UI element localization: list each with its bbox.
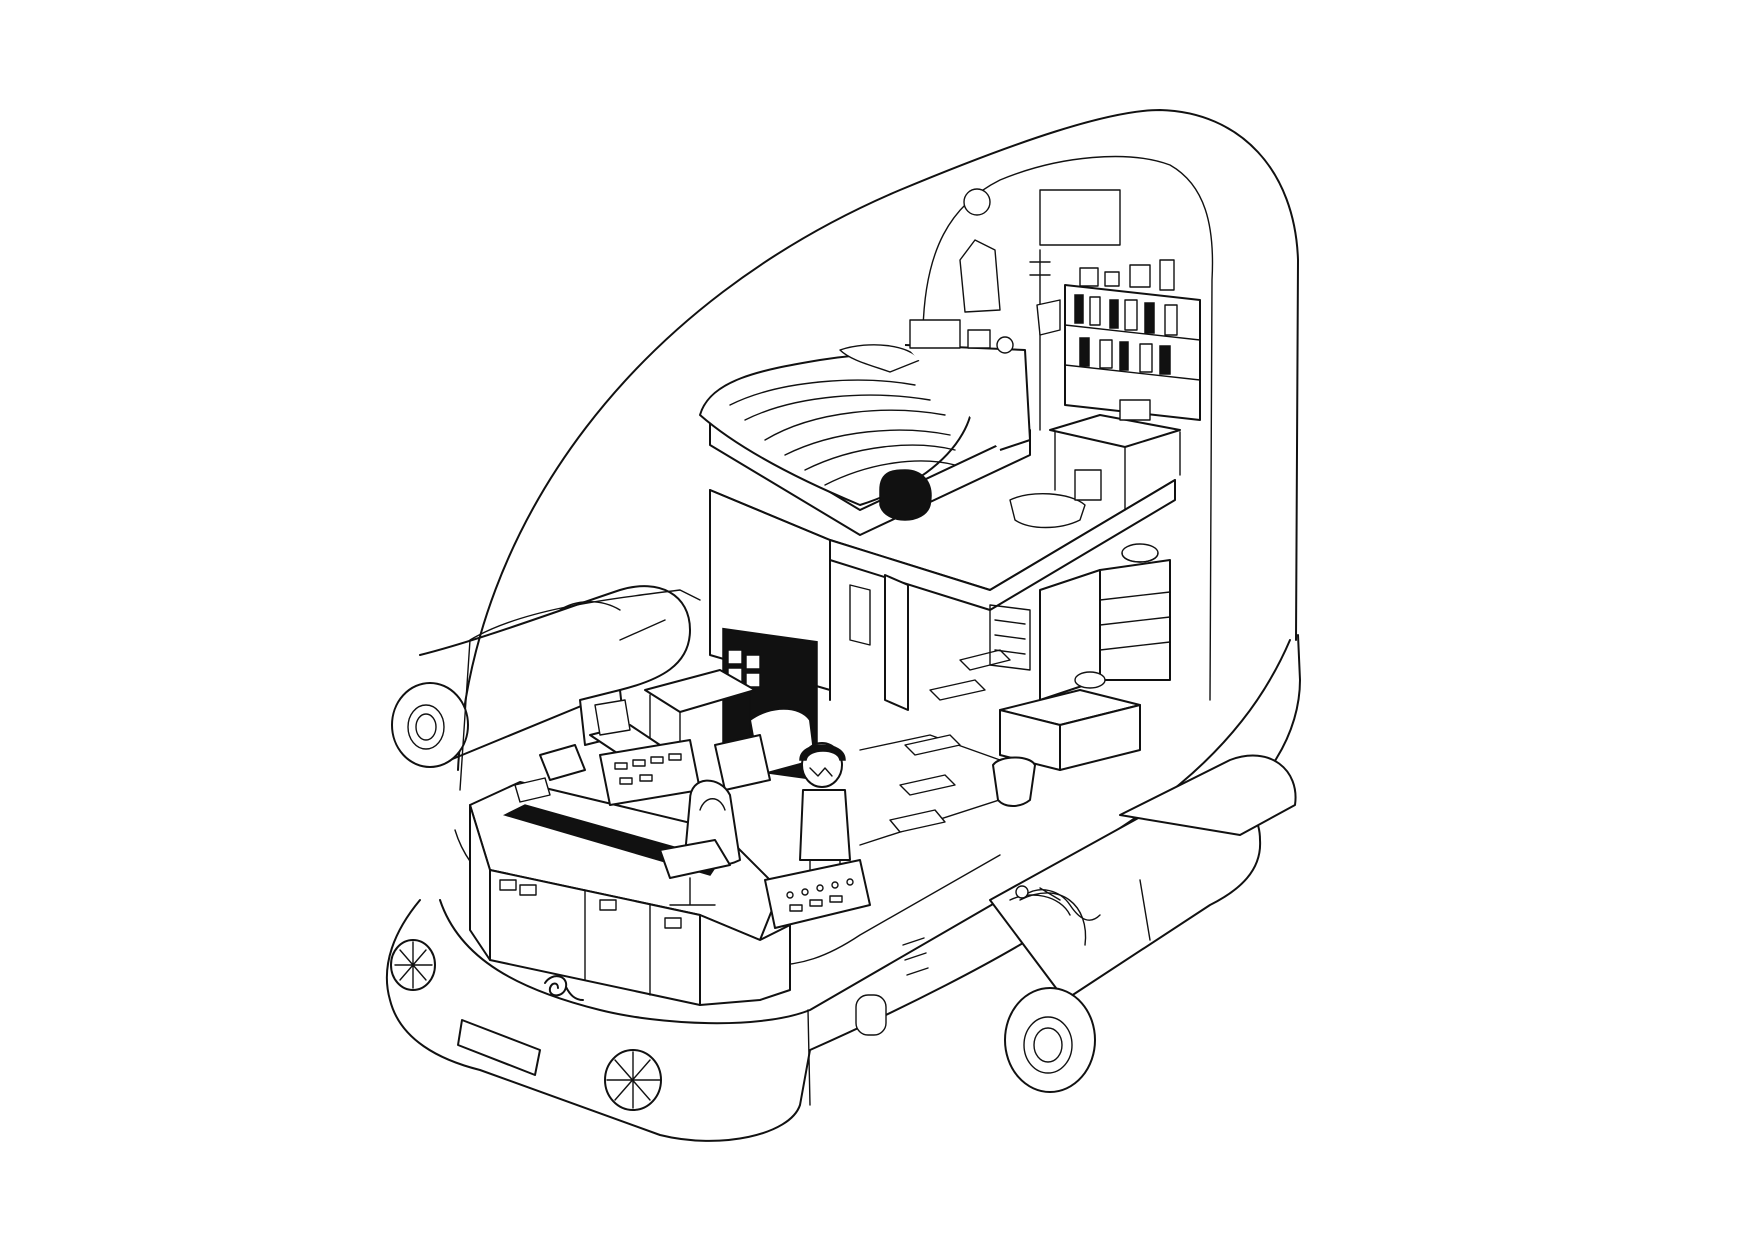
pilot-seat [659, 779, 741, 906]
kitchen [989, 543, 1171, 807]
main-deck [459, 589, 1031, 846]
right-engine-pod [989, 754, 1297, 1093]
hull-front [390, 937, 929, 1111]
bookshelf [1064, 259, 1201, 421]
spiral-emblem-icon [544, 975, 584, 1001]
glass-canopy [457, 109, 1299, 771]
engine-hose [1015, 885, 1101, 921]
person-with-headphones [799, 742, 851, 891]
bed [699, 319, 1031, 536]
loft-wall-items [959, 188, 1121, 431]
desk [1009, 399, 1181, 529]
